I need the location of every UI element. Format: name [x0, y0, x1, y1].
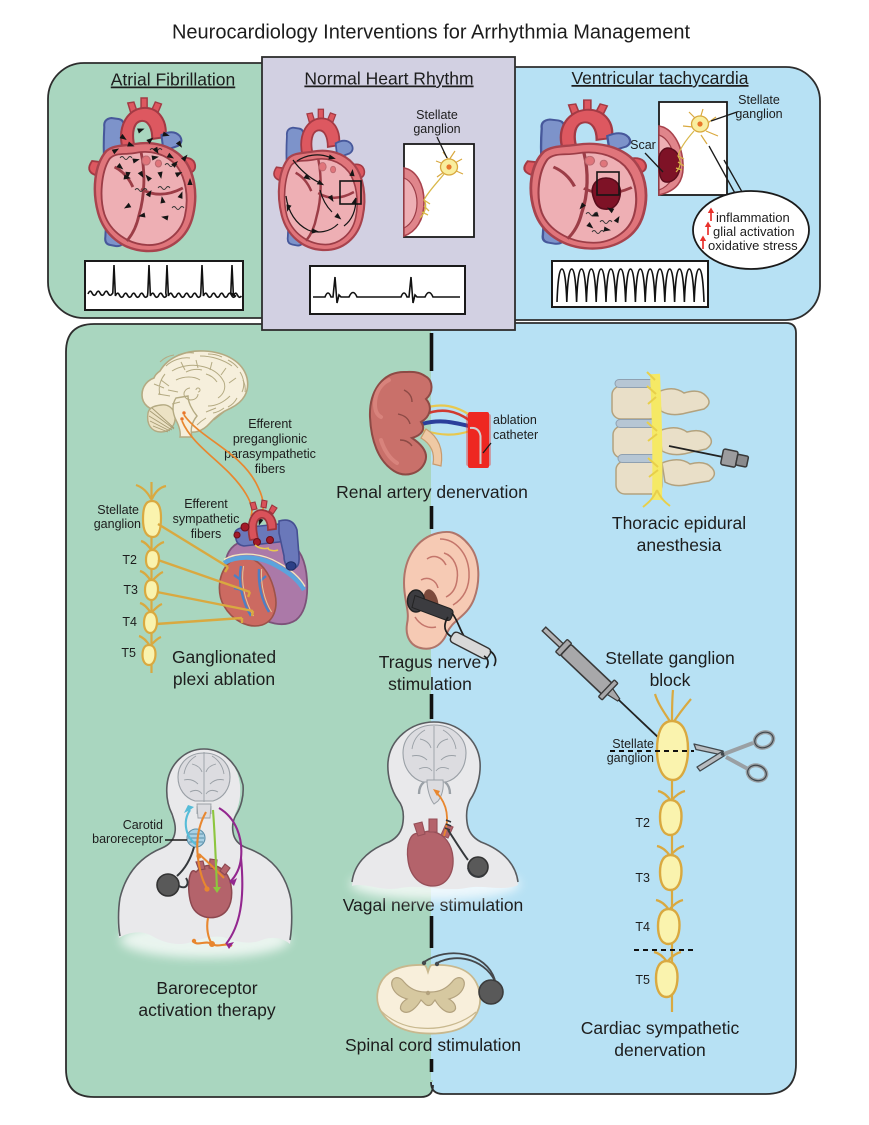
svg-text:Efferent: Efferent	[184, 497, 228, 511]
svg-text:activation therapy: activation therapy	[138, 1000, 275, 1020]
svg-text:fibers: fibers	[191, 527, 222, 541]
svg-text:Stellate: Stellate	[738, 93, 780, 107]
svg-text:Tragus nerve: Tragus nerve	[379, 652, 481, 672]
svg-text:ganglion: ganglion	[607, 751, 654, 765]
svg-text:Thoracic epidural: Thoracic epidural	[612, 513, 746, 533]
svg-text:ganglion: ganglion	[735, 107, 782, 121]
svg-text:baroreceptor: baroreceptor	[92, 832, 163, 846]
svg-text:denervation: denervation	[614, 1040, 705, 1060]
svg-text:sympathetic: sympathetic	[173, 512, 240, 526]
svg-text:Efferent: Efferent	[248, 417, 292, 431]
svg-text:block: block	[650, 670, 691, 690]
svg-text:Atrial Fibrillation: Atrial Fibrillation	[111, 70, 235, 90]
svg-text:Stellate: Stellate	[612, 737, 654, 751]
svg-text:preganglionic: preganglionic	[233, 432, 307, 446]
svg-text:T5: T5	[121, 646, 136, 660]
svg-text:Scar: Scar	[630, 138, 656, 152]
svg-text:Stellate ganglion: Stellate ganglion	[605, 648, 734, 668]
svg-text:Renal artery denervation: Renal artery denervation	[336, 482, 528, 502]
svg-text:Neurocardiology Interventions: Neurocardiology Interventions for Arrhyt…	[172, 22, 690, 44]
svg-text:T3: T3	[123, 583, 138, 597]
svg-text:anesthesia: anesthesia	[637, 535, 722, 555]
svg-text:Ganglionated: Ganglionated	[172, 647, 276, 667]
svg-text:Carotid: Carotid	[123, 818, 163, 832]
svg-text:Vagal nerve stimulation: Vagal nerve stimulation	[343, 895, 524, 915]
svg-text:plexi ablation: plexi ablation	[173, 669, 275, 689]
svg-text:oxidative stress: oxidative stress	[708, 238, 798, 253]
svg-text:T5: T5	[635, 973, 650, 987]
svg-text:T4: T4	[635, 920, 650, 934]
svg-text:Cardiac sympathetic: Cardiac sympathetic	[581, 1018, 740, 1038]
svg-text:glial activation: glial activation	[713, 224, 795, 239]
svg-text:Baroreceptor: Baroreceptor	[156, 978, 257, 998]
svg-text:parasympathetic: parasympathetic	[224, 447, 316, 461]
svg-text:Stellate: Stellate	[97, 503, 139, 517]
svg-text:Stellate: Stellate	[416, 108, 458, 122]
svg-text:Ventricular tachycardia: Ventricular tachycardia	[571, 68, 748, 88]
svg-text:T2: T2	[635, 816, 650, 830]
svg-text:ablation: ablation	[493, 413, 537, 427]
svg-text:fibers: fibers	[255, 462, 286, 476]
svg-text:Spinal cord stimulation: Spinal cord stimulation	[345, 1035, 521, 1055]
svg-text:catheter: catheter	[493, 428, 538, 442]
svg-text:ganglion: ganglion	[94, 517, 141, 531]
svg-text:inflammation: inflammation	[716, 210, 790, 225]
svg-text:T3: T3	[635, 871, 650, 885]
svg-text:T2: T2	[122, 553, 137, 567]
svg-text:T4: T4	[122, 615, 137, 629]
svg-text:Normal Heart Rhythm: Normal Heart Rhythm	[304, 69, 473, 89]
svg-text:stimulation: stimulation	[388, 674, 472, 694]
svg-text:ganglion: ganglion	[413, 122, 460, 136]
